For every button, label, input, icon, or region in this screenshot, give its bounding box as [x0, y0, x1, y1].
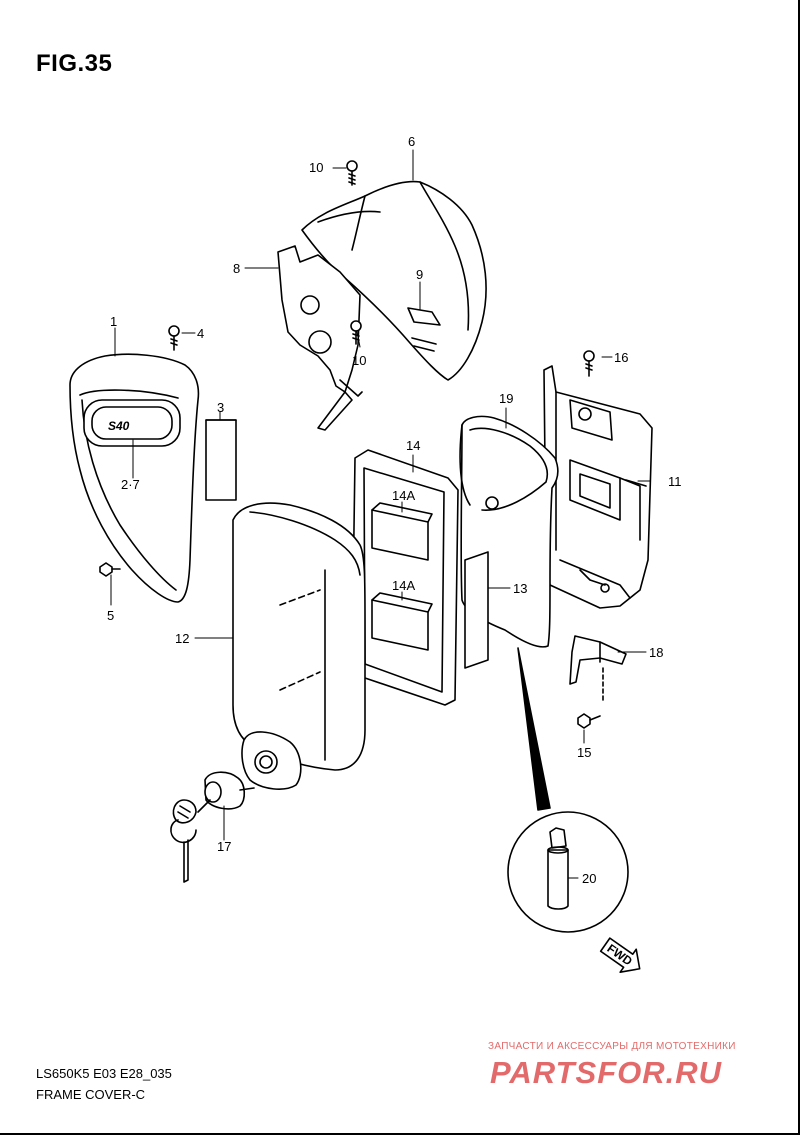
label-part-17: 17 — [217, 839, 231, 854]
fwd-arrow-icon: FWD — [599, 937, 641, 974]
label-part-11: 11 — [668, 474, 682, 489]
label-part-10-lower: 10 — [352, 353, 366, 368]
part-16-screw — [583, 350, 595, 377]
label-part-14a-upper: 14A — [392, 488, 415, 503]
part-10-screw-upper — [346, 160, 358, 186]
label-part-18: 18 — [649, 645, 663, 660]
label-part-14: 14 — [406, 438, 420, 453]
label-part-20: 20 — [582, 871, 596, 886]
part-1-side-cover: S40 — [69, 353, 200, 603]
label-part-8: 8 — [233, 261, 240, 276]
watermark-logo: PARTSFOR.RU — [490, 1055, 723, 1090]
label-part-16: 16 — [614, 350, 628, 365]
part-labels: 6 10 8 9 10 1 4 3 2·7 5 14 14A 14A 12 19… — [107, 134, 682, 886]
label-part-14a-lower: 14A — [392, 578, 415, 593]
label-part-9: 9 — [416, 267, 423, 282]
label-part-4: 4 — [197, 326, 204, 341]
part-4-screw — [168, 325, 180, 351]
part-13-pad — [464, 551, 489, 669]
part-17-key-lock — [170, 771, 255, 883]
label-part-15: 15 — [577, 745, 591, 760]
part-11-bracket — [543, 365, 653, 609]
lock-housing — [241, 731, 302, 790]
figure-title: FIG.35 — [36, 50, 113, 77]
part-5-bolt — [99, 562, 121, 577]
part-6-cover-shell — [301, 180, 487, 381]
label-part-1: 1 — [110, 314, 117, 329]
part-18-clip — [569, 635, 627, 701]
label-part-13: 13 — [513, 581, 527, 596]
part-14a-pad-upper — [371, 502, 433, 561]
detail-pointer — [517, 647, 551, 811]
part-3-pad — [205, 419, 237, 501]
label-part-5: 5 — [107, 608, 114, 623]
watermark-tagline: ЗАПЧАСТИ И АКСЕССУАРЫ ДЛЯ МОТОТЕХНИКИ — [488, 1041, 736, 1052]
label-part-10-upper: 10 — [309, 160, 323, 175]
part-9-clip — [407, 307, 441, 352]
leader-lines — [110, 149, 651, 879]
emblem-text: S40 — [108, 419, 130, 433]
part-12-tool-box — [232, 502, 366, 771]
svg-text:PARTSFOR.RU: PARTSFOR.RU — [490, 1055, 723, 1090]
label-part-12: 12 — [175, 631, 189, 646]
part-20-pin — [547, 827, 569, 910]
part-14a-pad-lower — [371, 592, 433, 651]
section-name: FRAME COVER-C — [36, 1087, 146, 1102]
label-part-3: 3 — [217, 400, 224, 415]
label-part-6: 6 — [408, 134, 415, 149]
label-part-19: 19 — [499, 391, 513, 406]
part-15-screw — [577, 713, 601, 729]
label-part-2-7: 2·7 — [121, 477, 140, 492]
part-8-bracket — [277, 245, 363, 431]
model-code: LS650K5 E03 E28_035 — [36, 1066, 172, 1081]
